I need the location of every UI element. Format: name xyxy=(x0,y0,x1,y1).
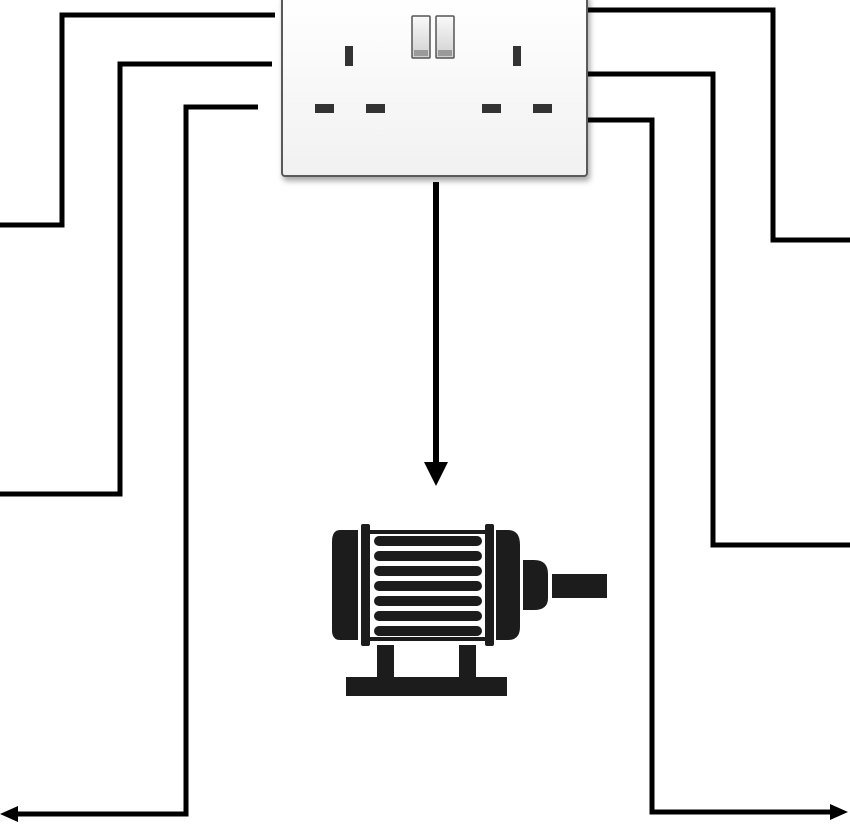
electric-motor-icon xyxy=(332,524,607,696)
wire-left-outer xyxy=(0,12,275,228)
wire-left-middle xyxy=(0,61,272,497)
arrowhead-right-bottom xyxy=(830,804,848,820)
power-socket-icon xyxy=(281,0,588,177)
socket-to-motor-arrow xyxy=(424,182,448,486)
wire-right-middle xyxy=(588,71,850,548)
wire-right-outer xyxy=(588,7,850,243)
socket-switch-left xyxy=(411,15,431,59)
wire-left-inner xyxy=(12,104,258,817)
arrowhead-left-bottom xyxy=(0,806,18,822)
wire-right-inner xyxy=(588,117,832,815)
socket-switch-right xyxy=(435,15,455,59)
